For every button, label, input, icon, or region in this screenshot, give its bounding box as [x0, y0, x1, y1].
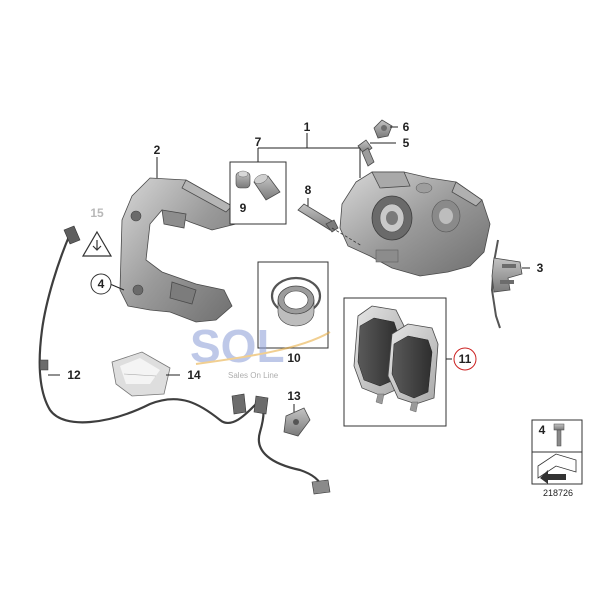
caliper-carrier-part	[119, 177, 237, 323]
guide-bushing-part	[235, 170, 281, 201]
callout-2: 2	[154, 143, 161, 157]
guide-bolt-part	[297, 203, 363, 247]
callout-11: 11	[459, 352, 472, 366]
sensor-bracket-part	[283, 407, 311, 437]
brake-pad-set-box	[343, 297, 447, 427]
diagram-number: 218726	[543, 488, 573, 498]
watermark-logo-text: SOL	[190, 320, 285, 372]
callout-10: 10	[287, 351, 301, 365]
bolt-icon	[553, 423, 565, 447]
caliper-housing-part	[339, 171, 491, 277]
callout-13: 13	[287, 389, 301, 403]
watermark-logo: SOL Sales On Line	[190, 320, 331, 380]
callout-14: 14	[187, 368, 201, 382]
legend-part-label: 4	[539, 423, 546, 437]
callouts: 1 2 3 4 5 6 7 8 9 10 11 12 13 14 15	[67, 120, 543, 403]
callout-3: 3	[537, 261, 544, 275]
callout-12: 12	[67, 368, 81, 382]
grease-packet-part	[111, 351, 171, 397]
leader-lines	[48, 126, 530, 412]
callout-1: 1	[304, 120, 311, 134]
guide-bushing-kit-box	[229, 161, 287, 225]
callout-4-circle	[90, 273, 112, 295]
warning-triangle-icon	[81, 230, 113, 257]
callout-11-circle	[453, 347, 477, 371]
wear-sensor-cable-part	[38, 225, 331, 495]
dust-cap-part	[373, 119, 393, 139]
bleed-screw-part	[357, 139, 375, 167]
direction-arrow-icon	[537, 453, 577, 484]
piston-seal-ring-part	[270, 276, 322, 327]
watermark-tagline: Sales On Line	[228, 371, 279, 380]
callout-6: 6	[403, 120, 410, 134]
piston-seal-kit-box	[257, 261, 329, 349]
callout-7: 7	[255, 135, 262, 149]
brake-pad-part	[353, 305, 439, 413]
callout-9: 9	[240, 201, 247, 215]
callout-15: 15	[90, 206, 104, 220]
callout-4: 4	[98, 277, 105, 291]
legend-box: 4 218726	[531, 419, 583, 498]
callout-5: 5	[403, 136, 410, 150]
anti-rattle-spring-part	[490, 239, 523, 329]
callout-8: 8	[305, 183, 312, 197]
